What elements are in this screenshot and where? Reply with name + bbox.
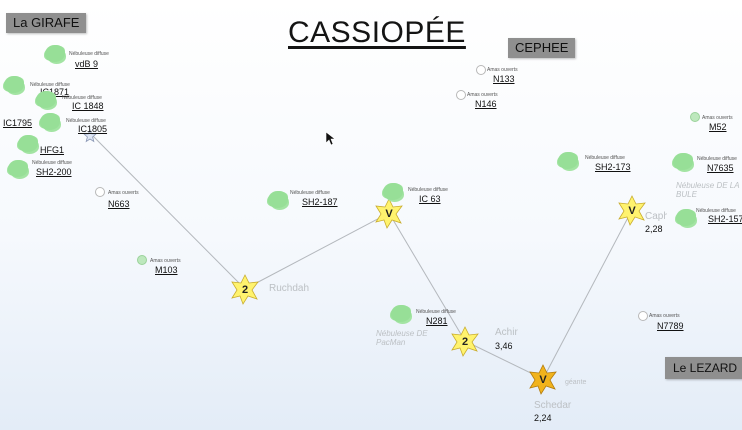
star-gamma-marker: V <box>385 208 393 220</box>
nebula-icon <box>558 152 578 169</box>
bubble-nebula-label: Nébuleuse DE LA BULE <box>676 181 740 199</box>
star-ic1805-marker <box>82 128 98 143</box>
nebula-icon <box>676 209 696 226</box>
object-type: Nébuleuse diffuse <box>696 208 736 214</box>
star-ruchbah: 2 <box>231 274 259 305</box>
object-type: Amas ouverts <box>150 258 181 264</box>
object-name: N7789 <box>657 321 684 331</box>
star-schedar: V <box>529 364 557 395</box>
nebula-icon <box>40 113 60 130</box>
object-type: Nébuleuse diffuse <box>62 95 102 101</box>
star-schedar-shape <box>529 364 557 395</box>
object-type: Amas ouverts <box>467 92 498 98</box>
nebula-icon <box>383 183 403 200</box>
object-name: SH2-157 <box>708 214 742 224</box>
star-achir-marker: 2 <box>462 336 468 348</box>
object-type: Amas ouverts <box>702 115 733 121</box>
asterism-line <box>388 212 466 342</box>
object-name: IC 1848 <box>72 101 104 111</box>
object-type: Nébuleuse diffuse <box>697 156 737 162</box>
object-type: Nébuleuse diffuse <box>66 118 106 124</box>
asterism-line <box>542 209 633 380</box>
nebula-icon <box>391 305 411 322</box>
nebula-icon <box>18 135 38 152</box>
page-title: CASSIOPÉE <box>288 16 466 49</box>
star-caph-marker: V <box>628 205 636 217</box>
star-achir-name: Achir <box>495 327 518 338</box>
nebula-icon <box>45 45 65 62</box>
star-caph-name-clip: Caph <box>645 211 667 222</box>
asterism-line <box>244 212 390 290</box>
object-name: SH2-187 <box>302 197 338 207</box>
cluster-icon <box>638 311 648 321</box>
object-type: Amas ouverts <box>487 67 518 73</box>
asterism-lines <box>91 134 633 380</box>
star-gamma: V <box>375 198 403 229</box>
cluster-icon <box>456 90 466 100</box>
cluster-icon <box>690 112 700 122</box>
neighbor-girafe: La GIRAFE <box>6 13 87 33</box>
star-schedar-name: Schedar <box>534 400 572 411</box>
nebula-icon <box>673 153 693 170</box>
neighbor-cephee: CEPHEE <box>508 38 576 58</box>
object-name: N133 <box>493 74 515 84</box>
object-type: Nébuleuse diffuse <box>32 160 72 166</box>
object-name: HFG1 <box>40 145 65 155</box>
nebula-icon <box>8 160 28 177</box>
object-name: N146 <box>475 99 497 109</box>
object-type: Nébuleuse diffuse <box>416 309 456 315</box>
star-ruchbah-name: Ruchdah <box>269 283 310 294</box>
star-caph: V <box>618 195 646 226</box>
object-name: SH2-173 <box>595 162 631 172</box>
mouse-cursor-icon <box>326 132 336 146</box>
object-name: IC 63 <box>419 194 441 204</box>
object-name: IC1805 <box>78 124 108 134</box>
object-type: Nébuleuse diffuse <box>408 187 448 193</box>
star-schedar-sublabel: géante <box>565 379 587 386</box>
object-name: IC1795 <box>3 118 33 128</box>
object-name: N7635 <box>707 163 734 173</box>
object-type: Nébuleuse diffuse <box>69 51 109 57</box>
star-caph-mag: 2,28 <box>645 224 663 234</box>
object-type: Nébuleuse diffuse <box>585 155 625 161</box>
object-name: N281 <box>426 316 448 326</box>
object-type: Nébuleuse diffuse <box>30 82 70 88</box>
object-name: IC1871 <box>40 87 70 97</box>
star-achir: 2 <box>451 326 479 357</box>
star-achir-mag: 3,46 <box>495 341 513 351</box>
pacman-nebula-label: Nébuleuse DE PacMan <box>376 329 428 347</box>
object-name: N663 <box>108 199 130 209</box>
star-achir-shape <box>451 326 479 357</box>
object-name: M103 <box>155 265 178 275</box>
object-type: Amas ouverts <box>108 190 139 196</box>
star-schedar-marker: V <box>539 374 547 386</box>
object-name: M52 <box>709 122 727 132</box>
nebula-icon <box>36 91 56 108</box>
object-name: SH2-200 <box>36 167 72 177</box>
cluster-icon <box>476 65 486 75</box>
star-caph-name: Caph <box>645 211 667 222</box>
nebula-icon <box>4 76 24 93</box>
star-ruchbah-shape <box>231 274 259 305</box>
object-type: Nébuleuse diffuse <box>290 190 330 196</box>
neighbor-lezard: Le LEZARD <box>665 357 742 379</box>
nebula-icon <box>268 191 288 208</box>
star-caph-shape <box>618 195 646 226</box>
object-name: vdB 9 <box>75 59 99 69</box>
star-schedar-mag: 2,24 <box>534 413 552 423</box>
cluster-icon <box>137 255 147 265</box>
cluster-icon <box>95 187 105 197</box>
star-gamma-shape <box>375 198 403 229</box>
object-type: Amas ouverts <box>649 313 680 319</box>
asterism-line <box>91 134 246 290</box>
star-ruchbah-marker: 2 <box>242 284 248 296</box>
